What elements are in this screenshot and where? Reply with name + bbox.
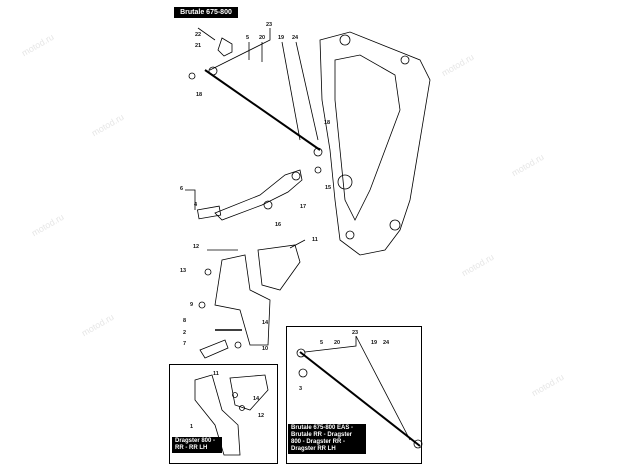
callout: 1 [190,424,194,430]
inset-dragster [169,364,278,464]
frame-plate-detail [334,54,401,221]
callout: 18 [324,120,331,126]
lever-pivot [291,171,301,181]
leader-line [209,28,271,71]
inset-b-rod-end [296,348,306,358]
callout: 10 [262,346,269,352]
frame-hole [400,55,410,65]
frame-hole [337,174,353,190]
inset-a-bolt [239,405,245,411]
callout: 21 [195,43,202,49]
inset-eas-caption: Brutale 675-800 EAS - Brutale RR - Drags… [288,424,366,454]
callout: 20 [259,35,266,41]
callout: 24 [383,340,390,346]
gear-lever [214,169,303,221]
diagram-title: Brutale 675-800 [174,7,238,18]
callout: 15 [325,185,332,191]
frame-plate [319,31,431,256]
callout: 13 [180,268,187,274]
footrest-bracket [214,254,271,346]
heel-guard [257,244,301,291]
callout: 24 [292,35,299,41]
callout: 22 [195,32,202,38]
bracket-bolt [198,301,206,309]
callout: 12 [193,244,200,250]
rod-end [208,66,218,76]
callout: 11 [213,371,219,377]
leader-line [295,41,319,141]
inset-a-bolt [232,392,238,398]
callout: 6 [180,186,184,192]
callout: 7 [183,341,187,347]
callout: 5 [320,340,324,346]
ball-joint [217,37,233,57]
shift-rod [204,69,321,151]
leader-line [289,239,306,249]
lever-peg [197,205,222,220]
leader-line [185,189,196,210]
callout: 18 [196,92,203,98]
callout: 23 [352,330,359,336]
inset-b-leader [304,336,357,353]
frame-hole [339,34,351,46]
inset-b-rod-end [413,439,423,449]
bolt [197,27,216,41]
inset-dragster-caption: Dragster 800 - RR - RR LH [172,437,222,453]
callout: 12 [258,413,265,419]
washer [314,166,322,174]
callout: 14 [253,396,260,402]
callout: 5 [246,35,250,41]
inset-a-heel-guard [229,374,269,411]
callout: 20 [334,340,341,346]
spring [234,341,242,349]
leader-line [281,41,301,141]
callout: 2 [183,330,187,336]
frame-hole [389,219,401,231]
inset-b-sensor [298,368,308,378]
frame-hole [345,230,355,240]
rod-end [313,147,323,157]
callout: 14 [262,320,269,326]
washer [263,200,273,210]
callout: 23 [266,22,273,28]
callout: 19 [371,340,378,346]
callout: 8 [183,318,187,324]
callout: 11 [312,237,318,243]
callout: 3 [299,386,303,392]
callout: 17 [300,204,307,210]
callout: 16 [275,222,282,228]
callout: 4 [194,202,198,208]
bracket-bolt [204,268,212,276]
callout: 19 [278,35,285,41]
inset-b-leader [355,335,411,441]
callout: 9 [190,302,194,308]
footpeg [199,339,229,359]
nut [188,72,196,80]
inset-b-rod [299,351,421,447]
inset-a-bracket [194,374,241,456]
inset-eas [286,326,422,464]
